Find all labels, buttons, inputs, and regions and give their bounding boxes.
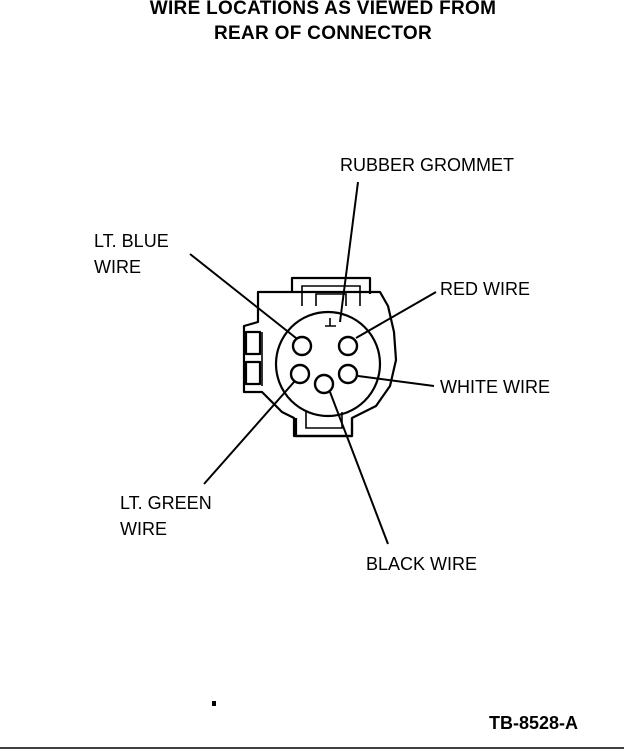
label-rubber-grommet: RUBBER GROMMET: [340, 155, 515, 175]
stray-mark: [212, 701, 216, 706]
figure-reference-code: TB-8528-A: [489, 713, 579, 733]
cavity-black: [313, 373, 335, 395]
leader-rubber-grommet: [339, 181, 359, 323]
label-lt-blue-line-1: LT. BLUE: [94, 231, 169, 251]
leader-white: [357, 375, 435, 387]
grommet-key-mark: [325, 318, 336, 327]
connector-bottom-latch: [294, 418, 354, 438]
leader-lt-green: [203, 381, 295, 485]
connector-bottom-latch-inner: [305, 412, 343, 429]
label-black-wire: BLACK WIRE: [366, 554, 478, 574]
diagram-title-line-2: REAR OF CONNECTOR: [214, 23, 432, 44]
label-white-wire: WHITE WIRE: [440, 377, 550, 397]
cavity-lt-blue: [291, 335, 313, 357]
connector-top-latch-inner: [301, 285, 361, 306]
label-lt-green-line-2: WIRE: [120, 519, 167, 539]
connector-side-tab-top: [244, 330, 262, 356]
rubber-grommet: [274, 310, 382, 418]
cavity-white: [337, 363, 359, 385]
connector-side-tab-bottom: [244, 360, 262, 386]
connector-top-latch: [290, 276, 372, 294]
label-red-wire: RED WIRE: [440, 279, 530, 299]
leader-black: [329, 391, 389, 545]
connector-top-latch-tab: [315, 293, 347, 306]
cavity-lt-green: [289, 363, 311, 385]
diagram-title-line-1: WIRE LOCATIONS AS VIEWED FROM: [149, 0, 497, 19]
leader-lt-blue: [189, 253, 297, 339]
leader-red: [355, 291, 437, 339]
label-lt-blue-line-2: WIRE: [94, 257, 141, 277]
cavity-red: [337, 335, 359, 357]
label-lt-green-line-1: LT. GREEN: [120, 493, 212, 513]
